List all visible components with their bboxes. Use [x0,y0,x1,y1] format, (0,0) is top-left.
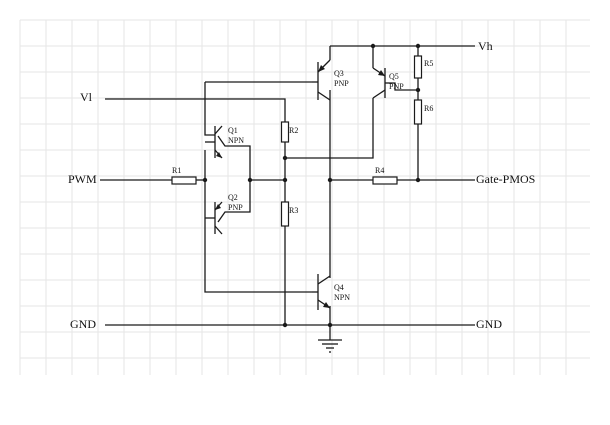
label-q4-type: NPN [334,293,350,302]
net-label-vh: Vh [478,39,493,53]
q3-base-wire [204,82,215,136]
transistor-q1 [205,125,223,159]
label-r5: R5 [424,59,433,68]
vl-line [105,98,286,122]
label-r1: R1 [172,166,181,175]
label-r4: R4 [375,166,384,175]
transistor-q3 [312,59,331,101]
wires [100,45,475,340]
label-q2-type: PNP [228,203,243,212]
ground-symbol [318,339,342,353]
label-q3-type: PNP [334,79,349,88]
junction-dots [202,43,421,328]
q5-collector-wire [285,98,374,159]
resistor-r2 [280,121,290,143]
resistor-r1 [171,176,197,185]
resistor-r5 [413,55,423,79]
transistor-q2 [205,201,223,235]
transistor-q4 [312,274,331,310]
resistor-r3 [280,201,290,227]
net-label-vl: Vl [80,90,93,104]
net-label-gate-pmos: Gate-PMOS [476,172,535,186]
label-q1-ref: Q1 [228,126,238,135]
resistor-r4 [372,176,398,185]
label-q4-ref: Q4 [334,283,344,292]
q5-base-wire [389,82,418,91]
resistor-r6 [413,99,423,125]
label-q5-ref: Q5 [389,72,399,81]
label-r2: R2 [289,126,298,135]
q2-collector-wire [217,180,251,223]
label-q2-ref: Q2 [228,193,238,202]
label-r3: R3 [289,206,298,215]
q4-base-wire [204,215,312,293]
label-q3-ref: Q3 [334,69,344,78]
label-r6: R6 [424,104,433,113]
net-label-pwm: PWM [68,172,97,186]
q1-collector-wire [217,135,251,180]
net-label-gnd-right: GND [476,317,502,331]
label-q1-type: NPN [228,136,244,145]
label-q5-type: PNP [389,82,404,91]
net-label-gnd-left: GND [70,317,96,331]
transistor-q5 [372,67,389,99]
background-grid [19,19,590,375]
